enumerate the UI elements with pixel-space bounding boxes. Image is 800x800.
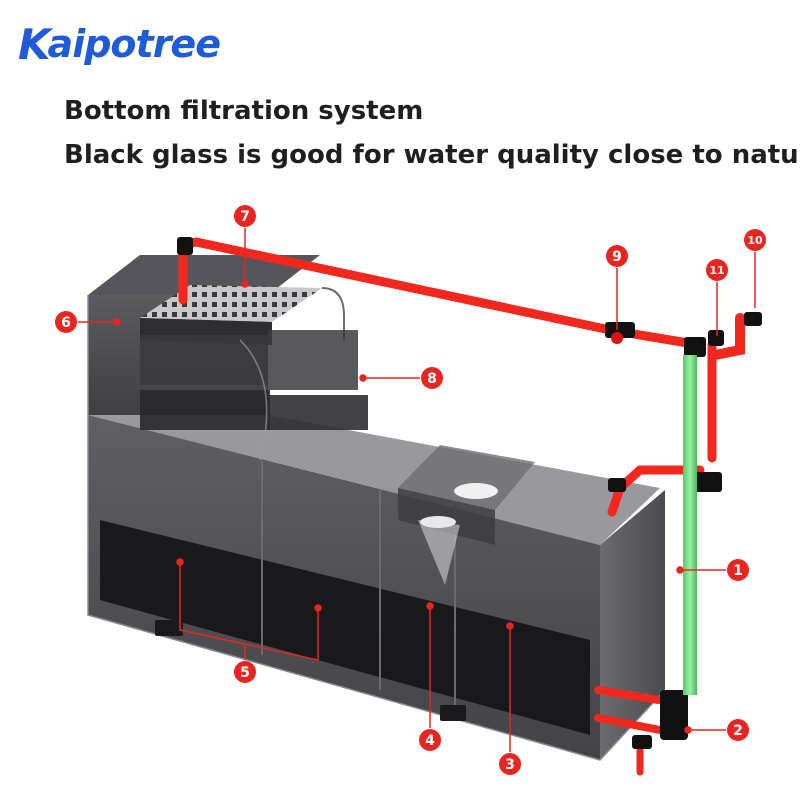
callout-11: 11 xyxy=(706,259,728,281)
svg-text:2: 2 xyxy=(733,723,743,739)
logo-wordmark: aipotree xyxy=(47,22,221,66)
logo-initial: K xyxy=(18,19,51,69)
red-pipes xyxy=(178,237,745,776)
callout-6: 6 xyxy=(55,311,77,333)
svg-text:9: 9 xyxy=(612,249,622,265)
svg-text:11: 11 xyxy=(709,264,724,277)
callout-3: 3 xyxy=(499,753,521,775)
callout-1: 1 xyxy=(727,559,749,581)
svg-text:7: 7 xyxy=(240,209,250,225)
svg-text:10: 10 xyxy=(747,234,763,247)
svg-text:1: 1 xyxy=(733,563,743,579)
callout-9: 9 xyxy=(606,245,628,267)
filter-compartment xyxy=(398,445,535,585)
green-return-pipe xyxy=(683,355,697,695)
tank-feet xyxy=(155,620,466,721)
callout-8: 8 xyxy=(421,367,443,389)
svg-text:6: 6 xyxy=(61,315,71,331)
callout-7: 7 xyxy=(234,205,256,227)
headline-title: Bottom filtration system xyxy=(64,96,424,126)
callout-4: 4 xyxy=(419,729,441,751)
callout-2: 2 xyxy=(727,719,749,741)
callout-10: 10 xyxy=(744,229,766,251)
svg-text:3: 3 xyxy=(505,757,515,773)
filter-tray xyxy=(140,285,368,461)
headline-subtitle: Black glass is good for water quality cl… xyxy=(64,140,800,170)
callout-5: 5 xyxy=(234,661,256,683)
tank-body xyxy=(87,255,666,761)
callout-leaders xyxy=(78,228,756,752)
svg-text:4: 4 xyxy=(425,733,435,749)
svg-text:5: 5 xyxy=(240,665,250,681)
svg-text:8: 8 xyxy=(427,371,437,387)
pipe-fittings xyxy=(177,237,762,749)
